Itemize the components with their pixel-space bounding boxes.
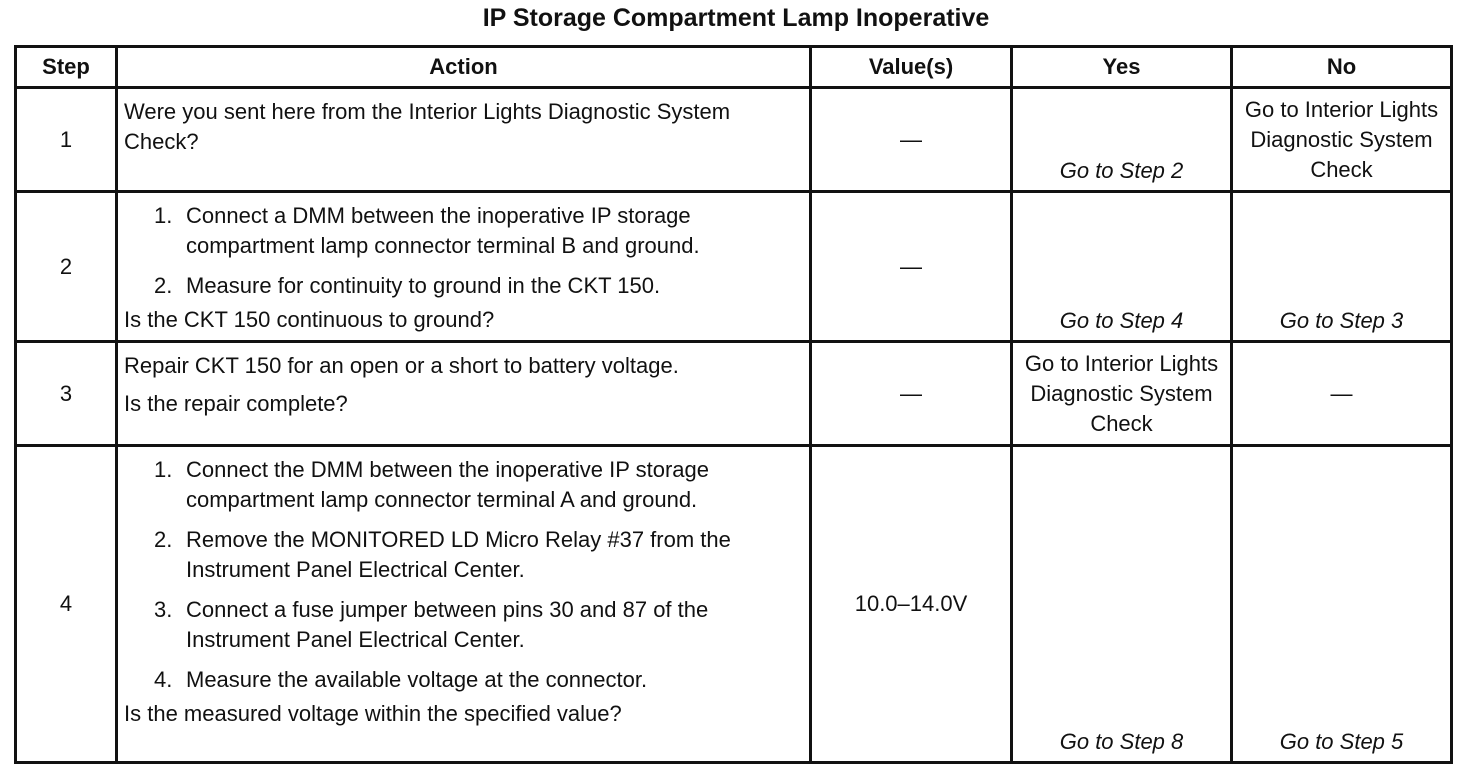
action-cell: Were you sent here from the Interior Lig…	[115, 86, 812, 193]
header-action: Action	[115, 45, 812, 89]
table-row: 2 1.Connect a DMM between the inoperativ…	[14, 190, 1453, 343]
action-step-item: 1.Connect a DMM between the inoperative …	[154, 203, 700, 258]
no-goto-link[interactable]: Go to Step 3	[1279, 308, 1404, 333]
action-steps-list: 1.Connect the DMM between the inoperativ…	[124, 455, 803, 695]
page-title: IP Storage Compartment Lamp Inoperative	[482, 4, 990, 32]
no-goto-link[interactable]: Go to Interior Lights Diagnostic System …	[1244, 96, 1439, 182]
value-cell: —	[809, 86, 1013, 193]
yes-goto-link[interactable]: Go to Step 4	[1059, 308, 1184, 333]
header-step: Step	[14, 45, 118, 89]
yes-goto-link[interactable]: Go to Interior Lights Diagnostic System …	[1024, 350, 1219, 436]
yes-cell: Go to Step 2	[1010, 86, 1233, 193]
yes-goto-link[interactable]: Go to Step 2	[1059, 158, 1184, 183]
action-step-item: 4.Measure the available voltage at the c…	[154, 667, 648, 692]
diagnostic-table: Step Action Value(s) Yes No 1 Were you s…	[14, 45, 1453, 764]
step-number: 2	[14, 190, 118, 343]
header-row: Step Action Value(s) Yes No	[14, 45, 1453, 89]
step-number: 3	[14, 340, 118, 447]
no-goto-link[interactable]: Go to Step 5	[1279, 729, 1404, 754]
header-yes: Yes	[1010, 45, 1233, 89]
action-question: Is the CKT 150 continuous to ground?	[124, 307, 495, 332]
value-cell: 10.0–14.0V	[809, 444, 1013, 764]
table-row: 4 1.Connect the DMM between the inoperat…	[14, 444, 1453, 764]
action-steps-list: 1.Connect a DMM between the inoperative …	[124, 201, 803, 301]
action-step-item: 2.Remove the MONITORED LD Micro Relay #3…	[154, 527, 731, 582]
action-cell: Repair CKT 150 for an open or a short to…	[115, 340, 812, 447]
step-number: 1	[14, 86, 118, 193]
value-cell: —	[809, 190, 1013, 343]
yes-cell: Go to Step 8	[1010, 444, 1233, 764]
action-step-item: 2.Measure for continuity to ground in th…	[154, 273, 661, 298]
header-no: No	[1230, 45, 1453, 89]
action-text: Were you sent here from the Interior Lig…	[124, 99, 731, 154]
table-row: 3 Repair CKT 150 for an open or a short …	[14, 340, 1453, 447]
action-step-item: 1.Connect the DMM between the inoperativ…	[154, 457, 710, 512]
yes-goto-link[interactable]: Go to Step 8	[1059, 729, 1184, 754]
no-cell: Go to Interior Lights Diagnostic System …	[1230, 86, 1453, 193]
value-cell: —	[809, 340, 1013, 447]
no-cell: —	[1230, 340, 1453, 447]
no-cell: Go to Step 3	[1230, 190, 1453, 343]
action-cell: 1.Connect a DMM between the inoperative …	[115, 190, 812, 343]
header-values: Value(s)	[809, 45, 1013, 89]
no-cell: Go to Step 5	[1230, 444, 1453, 764]
step-number: 4	[14, 444, 118, 764]
yes-cell: Go to Interior Lights Diagnostic System …	[1010, 340, 1233, 447]
table-row: 1 Were you sent here from the Interior L…	[14, 86, 1453, 193]
action-step-item: 3.Connect a fuse jumper between pins 30 …	[154, 597, 709, 652]
action-question: Is the measured voltage within the speci…	[124, 701, 622, 726]
yes-cell: Go to Step 4	[1010, 190, 1233, 343]
action-question: Is the repair complete?	[124, 391, 348, 416]
action-cell: 1.Connect the DMM between the inoperativ…	[115, 444, 812, 764]
action-text: Repair CKT 150 for an open or a short to…	[124, 353, 679, 378]
